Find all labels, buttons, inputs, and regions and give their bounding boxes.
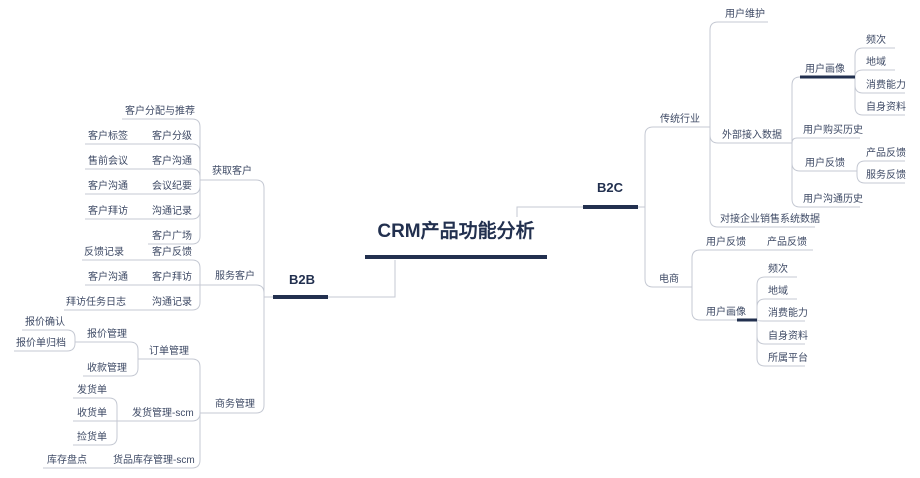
node-ecommerce[interactable]: 电商 xyxy=(659,274,679,285)
node-user-feedback-1[interactable]: 用户反馈 xyxy=(805,158,845,169)
node-purchase-history[interactable]: 用户购买历史 xyxy=(803,125,863,136)
node-presale-meeting[interactable]: 售前会议 xyxy=(88,156,128,167)
node-self-info-1[interactable]: 自身资料 xyxy=(866,102,906,113)
node-b2b[interactable]: B2B xyxy=(289,272,316,287)
node-enterprise-sales-data[interactable]: 对接企业销售系统数据 xyxy=(720,214,820,225)
node-self-info-2[interactable]: 自身资料 xyxy=(768,331,808,342)
node-b2c[interactable]: B2C xyxy=(597,180,624,195)
node-shipping-mgmt-scm[interactable]: 发货管理-scm xyxy=(132,408,194,419)
node-receipt-note[interactable]: 收货单 xyxy=(77,408,107,419)
node-customer-visit-1[interactable]: 客户拜访 xyxy=(88,206,128,217)
node-customer-tag[interactable]: 客户标签 xyxy=(88,131,128,142)
node-visit-task-log[interactable]: 拜访任务日志 xyxy=(66,297,126,308)
node-customer-feedback[interactable]: 客户反馈 xyxy=(152,247,192,258)
node-meeting-minutes[interactable]: 会议纪要 xyxy=(152,181,192,192)
node-user-profile-1[interactable]: 用户画像 xyxy=(805,64,845,75)
node-consume-ability-2[interactable]: 消费能力 xyxy=(768,308,808,319)
node-customer-assign-recommend[interactable]: 客户分配与推荐 xyxy=(125,106,195,117)
node-customer-comm-3[interactable]: 客户沟通 xyxy=(88,272,128,283)
node-user-profile-2[interactable]: 用户画像 xyxy=(706,307,746,318)
node-serve-customers[interactable]: 服务客户 xyxy=(215,271,255,282)
node-customer-comm-2[interactable]: 客户沟通 xyxy=(88,181,128,192)
node-user-feedback-2[interactable]: 用户反馈 xyxy=(706,237,746,248)
node-comm-record-2[interactable]: 沟通记录 xyxy=(152,297,192,308)
node-customer-grade[interactable]: 客户分级 xyxy=(152,131,192,142)
node-traditional-industry[interactable]: 传统行业 xyxy=(660,114,700,125)
node-external-data[interactable]: 外部接入数据 xyxy=(722,130,782,141)
node-picking-note[interactable]: 捡货单 xyxy=(77,432,107,443)
node-acquire-customers[interactable]: 获取客户 xyxy=(212,166,252,177)
node-frequency-2[interactable]: 频次 xyxy=(768,264,788,275)
node-quote-confirm[interactable]: 报价确认 xyxy=(25,317,65,328)
node-payment-mgmt[interactable]: 收款管理 xyxy=(87,363,127,374)
node-user-maintain[interactable]: 用户维护 xyxy=(725,9,765,20)
node-feedback-record[interactable]: 反馈记录 xyxy=(84,247,124,258)
node-order-mgmt[interactable]: 订单管理 xyxy=(149,346,189,357)
node-platform[interactable]: 所属平台 xyxy=(768,353,808,364)
node-business-mgmt[interactable]: 商务管理 xyxy=(215,399,255,410)
node-product-feedback-2[interactable]: 产品反馈 xyxy=(767,237,807,248)
node-customer-visit-2[interactable]: 客户拜访 xyxy=(152,272,192,283)
node-inventory-mgmt-scm[interactable]: 货品库存管理-scm xyxy=(113,455,195,466)
node-stock-count[interactable]: 库存盘点 xyxy=(47,455,87,466)
node-comm-history[interactable]: 用户沟通历史 xyxy=(803,194,863,205)
node-consume-ability-1[interactable]: 消费能力 xyxy=(866,80,906,91)
node-customer-comm-1[interactable]: 客户沟通 xyxy=(152,156,192,167)
node-service-feedback[interactable]: 服务反馈 xyxy=(866,170,906,181)
node-product-feedback-1[interactable]: 产品反馈 xyxy=(866,148,906,159)
node-customer-plaza[interactable]: 客户广场 xyxy=(152,231,192,242)
root-topic[interactable]: CRM产品功能分析 xyxy=(377,221,535,242)
node-delivery-note[interactable]: 发货单 xyxy=(77,385,107,396)
node-region-2[interactable]: 地域 xyxy=(768,286,788,297)
node-quote-mgmt[interactable]: 报价管理 xyxy=(87,329,127,340)
node-frequency-1[interactable]: 频次 xyxy=(866,35,886,46)
node-quote-archive[interactable]: 报价单归档 xyxy=(16,338,66,349)
node-region-1[interactable]: 地域 xyxy=(866,57,886,68)
node-comm-record-1[interactable]: 沟通记录 xyxy=(152,206,192,217)
